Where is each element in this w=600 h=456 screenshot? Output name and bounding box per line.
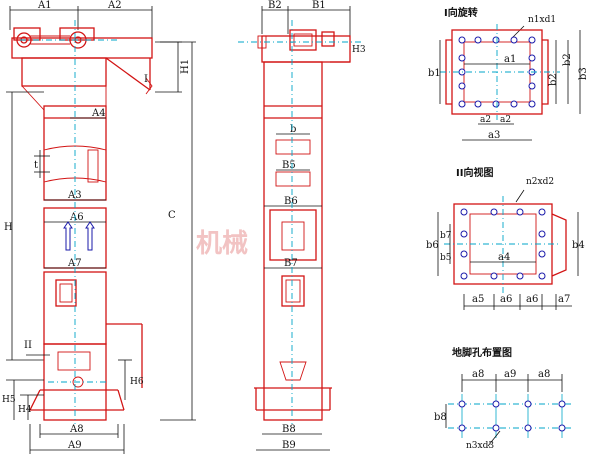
label-h6: H6: [130, 377, 144, 387]
label-a1-view: a1: [504, 54, 516, 65]
label-b5-view: b5: [440, 253, 452, 263]
label-b8-anchor: b8: [434, 412, 447, 423]
label-b2: B2: [268, 0, 282, 11]
label-b7-view: b7: [440, 231, 452, 241]
label-a6-view-1: a6: [500, 294, 512, 305]
label-b: b: [290, 124, 296, 135]
label-b5: B5: [282, 160, 296, 171]
label-h1: H1: [180, 59, 191, 74]
anchor-bolt-holes: [458, 400, 566, 432]
label-a8-anchor-2: a8: [538, 369, 550, 380]
label-a9: A9: [67, 440, 82, 451]
label-a6-view-2: a6: [526, 294, 538, 305]
label-b2-right: b2: [562, 53, 573, 66]
label-a8: A8: [69, 424, 84, 435]
label-b6-view: b6: [426, 240, 439, 251]
label-a1: A1: [37, 0, 52, 11]
label-c: C: [168, 210, 176, 221]
label-h: H: [4, 222, 13, 233]
label-a4: A4: [91, 108, 106, 119]
label-b6: B6: [284, 196, 298, 207]
label-n3xd3: n3xd3: [466, 441, 494, 451]
view-ii-flange: II向视图 n2xd2 a4 b6 b7 b5 b4 a5: [426, 166, 585, 310]
label-h4: H4: [18, 405, 32, 415]
title-anchor: 地脚孔布置图: [452, 346, 512, 359]
label-n2xd2: n2xd2: [526, 177, 554, 187]
label-a9-anchor: a9: [504, 369, 516, 380]
label-h5: H5: [2, 395, 16, 405]
label-b2-left: b2: [548, 73, 559, 86]
label-n1xd1: n1xd1: [528, 15, 556, 25]
label-b1-view: b1: [428, 68, 441, 79]
label-b1: B1: [312, 0, 326, 11]
view-ii-bolt-holes: [460, 208, 546, 280]
label-a5-view: a5: [472, 294, 484, 305]
label-a8-anchor-1: a8: [472, 369, 484, 380]
label-a2: A2: [107, 0, 122, 11]
label-a3: A3: [67, 190, 82, 201]
label-a4-view: a4: [498, 252, 510, 263]
label-a2-right: a2: [500, 115, 511, 125]
title-view-ii: II向视图: [456, 166, 493, 179]
label-mark-i: I: [144, 74, 148, 85]
label-mark-ii: II: [24, 340, 32, 351]
anchor-hole-layout: 地脚孔布置图 a8 a9 a8 b8 n3xd3: [434, 346, 574, 451]
label-a2-left: a2: [480, 115, 491, 125]
front-view: A1 A2 I H1 C H: [2, 0, 196, 454]
label-t: t: [34, 160, 38, 171]
label-b7: B7: [284, 258, 298, 269]
title-view-i: I向旋转: [444, 6, 478, 19]
label-b8: B8: [282, 424, 296, 435]
label-h3: H3: [352, 45, 366, 55]
label-b3: b3: [578, 67, 589, 80]
label-a7: A7: [67, 258, 82, 269]
label-a3-view: a3: [488, 130, 500, 141]
label-a7-view: a7: [558, 294, 570, 305]
label-a6: A6: [69, 212, 84, 223]
view-i-flange: I向旋转 n1xd1 a1 b1 b2 b2 b3 a2 a2 a3: [428, 6, 589, 141]
watermark: 机械: [196, 229, 248, 259]
label-b4-view: b4: [572, 240, 585, 251]
side-view: B2 B1 H3 b B5 B6 B7 B8 B9: [238, 0, 366, 451]
label-b9: B9: [282, 440, 296, 451]
